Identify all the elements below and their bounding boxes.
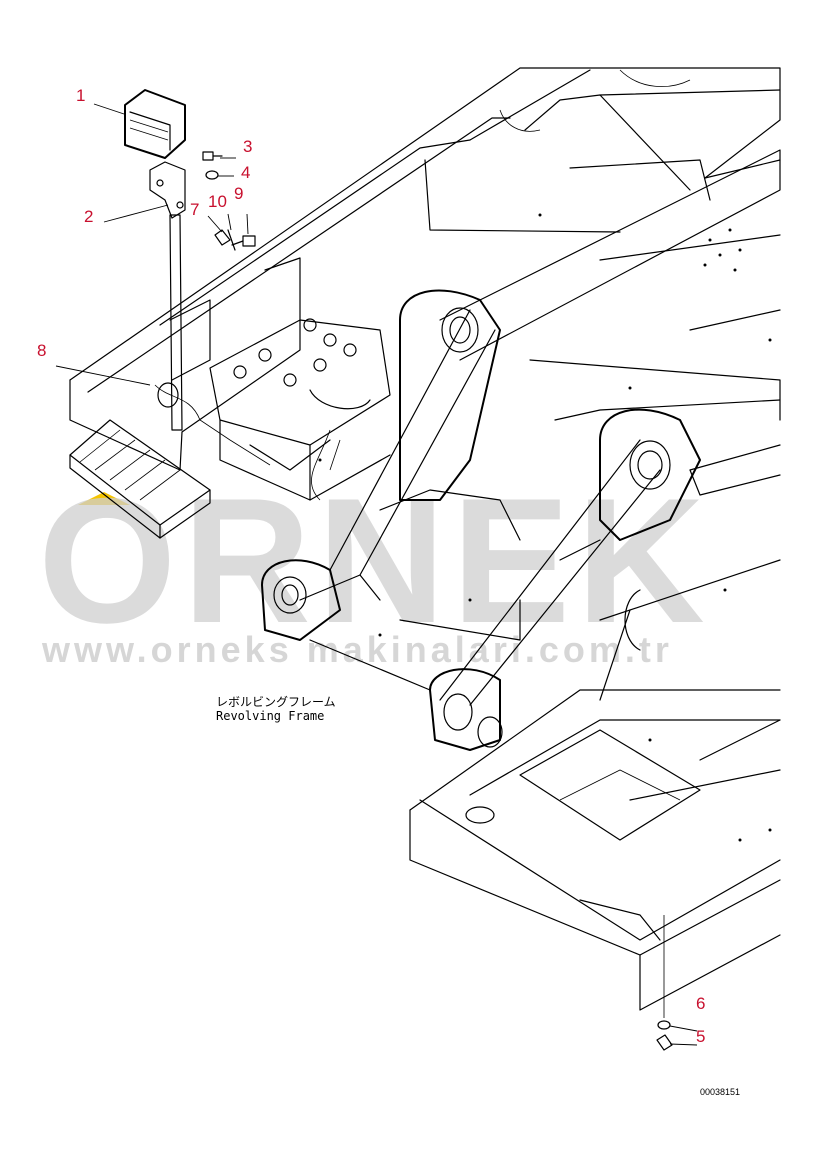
bolt-5-icon bbox=[656, 1034, 673, 1051]
watermark: ORNEK www.orneks makinalari.com.tr bbox=[38, 461, 705, 670]
callout-7: 7 bbox=[190, 200, 199, 219]
label-japanese: レボルビングフレーム bbox=[216, 695, 336, 709]
document-id: 00038151 bbox=[700, 1087, 740, 1097]
bolt-holes bbox=[318, 213, 772, 842]
watermark-url: www.orneks makinalari.com.tr bbox=[41, 629, 673, 670]
callout-3: 3 bbox=[243, 137, 252, 156]
step-ladder bbox=[69, 419, 211, 539]
washer-6-icon bbox=[657, 1020, 671, 1030]
callout-2: 2 bbox=[84, 207, 93, 226]
leader-lines bbox=[55, 103, 698, 1046]
callout-1: 1 bbox=[76, 86, 85, 105]
callout-6: 6 bbox=[696, 994, 705, 1013]
headlamp-icon bbox=[124, 89, 186, 159]
callout-4: 4 bbox=[241, 163, 250, 182]
label-english: Revolving Frame bbox=[216, 709, 324, 723]
washer-4-icon bbox=[205, 170, 219, 180]
bolt-9-icon bbox=[231, 235, 256, 247]
lamp-bracket-icon bbox=[149, 161, 186, 219]
battery-terminals bbox=[233, 318, 357, 387]
nut-7-icon bbox=[214, 229, 231, 246]
watermark-accent-icon bbox=[78, 492, 130, 505]
callout-5: 5 bbox=[696, 1027, 705, 1046]
callout-10: 10 bbox=[208, 192, 227, 211]
callout-8: 8 bbox=[37, 341, 46, 360]
revolving-frame-drawing bbox=[69, 67, 781, 1051]
bolt-3-icon bbox=[202, 151, 223, 161]
callout-9: 9 bbox=[234, 184, 243, 203]
lock-washer-10-icon bbox=[227, 229, 236, 251]
callouts: 1 2 3 4 5 6 7 8 9 10 bbox=[37, 86, 705, 1046]
